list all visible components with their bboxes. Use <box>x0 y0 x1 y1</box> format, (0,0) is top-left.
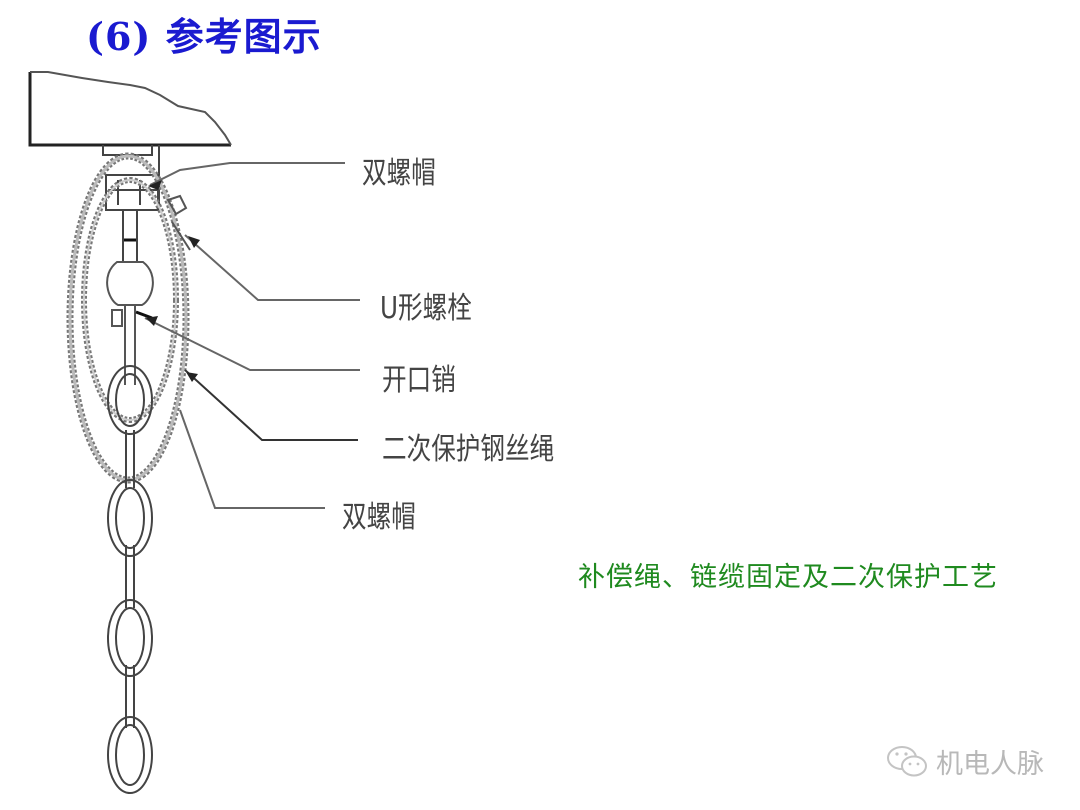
slide-title: (6) 参考图示 <box>86 14 322 59</box>
beam <box>28 71 232 147</box>
callout-secondary-wire-rope: 二次保护钢丝绳 <box>382 432 555 467</box>
watermark-text: 机电人脉 <box>936 749 1044 780</box>
callout-double-nut-top: 双螺帽 <box>362 156 436 191</box>
wechat-icon <box>887 745 927 776</box>
leader-lines <box>144 162 360 509</box>
callout-double-nut-bottom: 双螺帽 <box>342 500 416 535</box>
callout-u-bolt: U形螺栓 <box>380 291 472 326</box>
chain <box>107 365 153 794</box>
watermark: 机电人脉 <box>886 742 1044 781</box>
callout-cotter-pin: 开口销 <box>382 363 456 398</box>
secondary-wire-rope <box>66 152 190 484</box>
diagram-caption: 补偿绳、链缆固定及二次保护工艺 <box>578 562 998 593</box>
